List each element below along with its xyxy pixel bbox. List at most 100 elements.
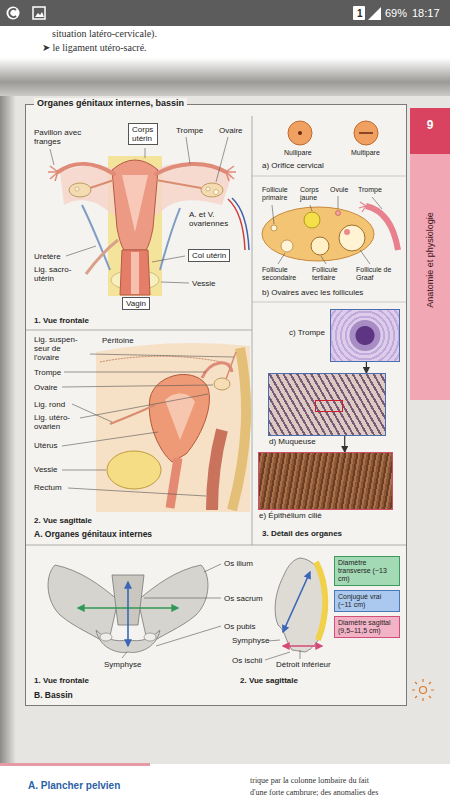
figure-panel — [26, 330, 252, 331]
figure-caption: 2. Vue sagittale — [240, 676, 298, 685]
part-label: Vessie — [34, 465, 58, 474]
part-label: Détroit inférieur — [276, 660, 331, 669]
part-label: Os ilium — [224, 559, 253, 568]
leader-line — [360, 250, 370, 264]
uterus-frontal-view — [206, 187, 210, 191]
part-label: Corps jaune — [300, 186, 326, 202]
uterus-frontal-view — [48, 156, 249, 296]
section-caption: A. Organes génitaux internes — [34, 529, 152, 539]
ovary-follicles — [262, 207, 374, 261]
part-label: Symphyse — [104, 660, 141, 669]
uterus-frontal-view — [90, 180, 114, 188]
page-ground — [0, 763, 150, 766]
status-bar — [33, 7, 45, 19]
part-label: Rectum — [34, 483, 62, 492]
uterus-sagittal-view — [232, 348, 246, 510]
sun-icon — [420, 687, 427, 694]
figure-panel — [25, 104, 407, 706]
pelvis-sagittal-view — [275, 558, 327, 652]
part-label: Lig. sacro-utérin — [34, 265, 80, 283]
part-label: Ovaire — [34, 383, 58, 392]
uterus-frontal-view — [48, 166, 58, 181]
arrow-connector — [344, 436, 345, 452]
leader-line — [64, 372, 206, 373]
part-label: Multipare — [351, 149, 380, 157]
status-bar — [7, 7, 20, 20]
leader-line — [372, 197, 382, 209]
status-bar — [9, 9, 16, 17]
figure-caption: e) Épithélium cilié — [259, 511, 322, 521]
uterus-frontal-view — [131, 252, 139, 294]
uterus-frontal-view — [156, 180, 201, 188]
leader-line — [145, 148, 146, 158]
ovary-follicles — [262, 202, 398, 261]
uterus-sagittal-view — [96, 343, 250, 512]
leader-line — [122, 652, 127, 658]
leader-line — [272, 205, 274, 224]
part-label: Trompe — [34, 368, 61, 377]
part-label: Vessie — [192, 279, 216, 288]
part-label: Trompe — [176, 126, 203, 135]
part-label: Os pubis — [224, 622, 256, 631]
chapter-name: Anatomie et physiologie — [425, 212, 436, 308]
leader-line — [62, 432, 158, 446]
leader-line — [62, 470, 106, 471]
figure-caption: b) Ovaires avec les follicules — [262, 288, 363, 297]
label-box: Col utérin — [188, 249, 230, 262]
part-label: Péritoine — [102, 336, 134, 345]
page-ground — [0, 58, 450, 98]
uterus-frontal-view — [112, 160, 158, 250]
status-bar — [0, 0, 450, 26]
sun-icon — [412, 679, 434, 701]
part-label: Os sacrum — [224, 594, 263, 603]
status-bar — [0, 0, 450, 26]
uterus-sagittal-view — [214, 378, 230, 390]
label-box: Vagin — [122, 297, 150, 310]
uterus-sagittal-view — [212, 430, 222, 510]
figure-panel — [25, 104, 407, 706]
leader-line — [50, 149, 54, 165]
leader-line — [156, 626, 221, 646]
uterus-frontal-view — [201, 183, 223, 197]
cervical-orifice — [359, 132, 373, 134]
figure-panel — [252, 176, 406, 177]
part-label: Nullipare — [284, 149, 312, 157]
uterus-frontal-view — [69, 183, 91, 197]
page-ground — [0, 96, 450, 764]
label-box: Corps utérin — [128, 123, 158, 145]
part-label: Pavillon avec franges — [34, 128, 90, 146]
leader-line — [122, 564, 300, 660]
status-bar — [35, 12, 44, 17]
part-label: Ovule — [330, 186, 348, 194]
leader-line — [272, 196, 382, 264]
uterus-sagittal-view — [100, 356, 230, 364]
part-label: Follicule de Graaf — [356, 266, 398, 282]
leader-line — [265, 652, 290, 660]
pelvis-frontal-view — [127, 582, 129, 646]
body-text: trique par la colonne lombaire du fait — [250, 776, 369, 785]
leader-line — [80, 394, 208, 418]
pelvis-sagittal-view — [275, 558, 327, 652]
uterus-sagittal-view — [149, 375, 209, 462]
figure-panel — [252, 116, 253, 545]
page-tab: 9Anatomie et physiologie — [410, 108, 450, 400]
micrograph: d) Muqueuse — [268, 373, 386, 436]
leader-line — [310, 205, 312, 211]
uterus-sagittal-view — [226, 352, 236, 379]
body-text: situation latéro-cervicale). — [52, 28, 157, 40]
leader-line — [338, 196, 339, 209]
uterus-sagittal-view — [107, 451, 161, 489]
leader-line — [204, 564, 221, 572]
leader-line — [278, 253, 285, 264]
figure-caption: 3. Détail des organes — [262, 529, 342, 538]
section-heading: A. Plancher pelvien — [28, 780, 120, 792]
arrow-connector — [366, 362, 367, 373]
leader-line — [216, 137, 228, 182]
figure-panel — [26, 545, 406, 546]
leader-line — [161, 282, 189, 283]
cervical-orifice — [354, 121, 378, 145]
leader-line — [66, 246, 96, 256]
part-label: Lig. suspen- seur de l'ovaire — [34, 335, 84, 362]
page-ground — [0, 96, 16, 764]
